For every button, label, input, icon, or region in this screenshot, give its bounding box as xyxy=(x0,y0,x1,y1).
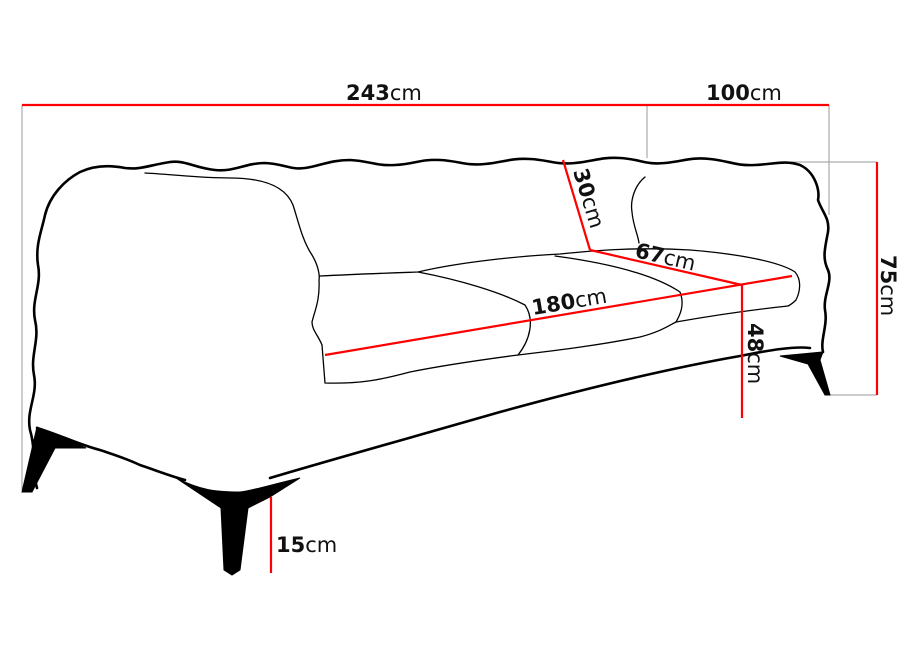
cushion-1-top-line xyxy=(417,271,531,356)
guide-lines xyxy=(21,105,877,490)
total-width-label: 243cm xyxy=(346,81,422,105)
dimension-lines xyxy=(22,103,879,573)
sofa-base-left xyxy=(35,426,187,482)
seat-depth-line xyxy=(589,248,743,287)
left-back-leg xyxy=(21,426,87,493)
right-arm-inner-line xyxy=(630,176,646,244)
seat-front-edge xyxy=(321,305,789,384)
sofa-illustration xyxy=(21,156,831,576)
seat-height-label: 48cm xyxy=(743,323,767,384)
right-leg xyxy=(779,351,831,396)
total-height-label: 75cm xyxy=(876,255,900,316)
left-arm-inner-line xyxy=(144,172,323,346)
sofa-outer-outline xyxy=(27,156,831,490)
sofa-base-line xyxy=(268,346,812,480)
backrest-height-line xyxy=(561,159,592,251)
seat-depth-label: 67cm xyxy=(633,238,698,275)
front-left-leg xyxy=(175,477,301,576)
seat-width-label: 180cm xyxy=(530,284,609,320)
depth-label: 100cm xyxy=(706,81,782,105)
cushion-2-top-line xyxy=(554,255,683,323)
seat-width-line xyxy=(324,274,793,357)
backrest-height-label: 30cm xyxy=(568,165,609,231)
leg-height-label: 15cm xyxy=(276,533,337,557)
dimension-labels: 243cm 100cm 75cm 30cm 67cm 180cm 48cm 15… xyxy=(276,81,900,557)
